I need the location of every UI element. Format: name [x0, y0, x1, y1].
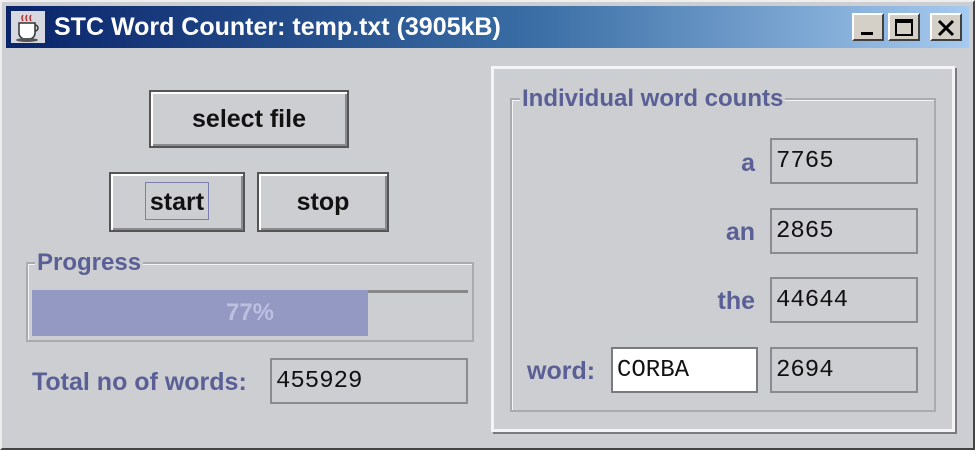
window-title: STC Word Counter: temp.txt (3905kB): [54, 13, 501, 41]
close-button[interactable]: [930, 13, 962, 41]
custom-word-input[interactable]: CORBA: [611, 347, 758, 393]
minimize-icon: [861, 32, 873, 35]
maximize-icon: [895, 19, 913, 36]
maximize-button[interactable]: [888, 13, 920, 41]
word-counts-panel: [491, 66, 955, 432]
custom-word-count-field: 2694: [770, 347, 918, 393]
total-words-field: 455929: [270, 358, 468, 404]
select-file-button[interactable]: select file: [149, 90, 349, 148]
minimize-button[interactable]: [852, 13, 884, 41]
stop-button[interactable]: stop: [257, 172, 389, 232]
title-bar[interactable]: STC Word Counter: temp.txt (3905kB): [6, 6, 969, 48]
progress-group-label: Progress: [35, 249, 144, 277]
stop-label: stop: [296, 187, 350, 216]
individual-group-label: Individual word counts: [520, 85, 786, 113]
custom-word-label: word:: [527, 357, 596, 385]
focus-ring: [145, 182, 209, 220]
start-label: start: [149, 187, 205, 216]
start-button[interactable]: start: [109, 172, 245, 232]
progress-bar: 77%: [32, 290, 468, 336]
close-icon: [937, 19, 955, 37]
progress-group: [26, 262, 474, 342]
count-field-a: 7765: [770, 138, 918, 184]
progress-fill: [32, 290, 368, 336]
word-label-an: an: [725, 218, 755, 246]
java-cup-icon[interactable]: [11, 11, 45, 43]
count-field-an: 2865: [770, 208, 918, 254]
word-label-a: a: [741, 149, 755, 177]
select-file-label: select file: [192, 104, 306, 133]
progress-text: 77%: [225, 299, 275, 326]
word-label-the: the: [717, 287, 756, 315]
total-words-label: Total no of words:: [32, 368, 247, 396]
count-field-the: 44644: [770, 277, 918, 323]
